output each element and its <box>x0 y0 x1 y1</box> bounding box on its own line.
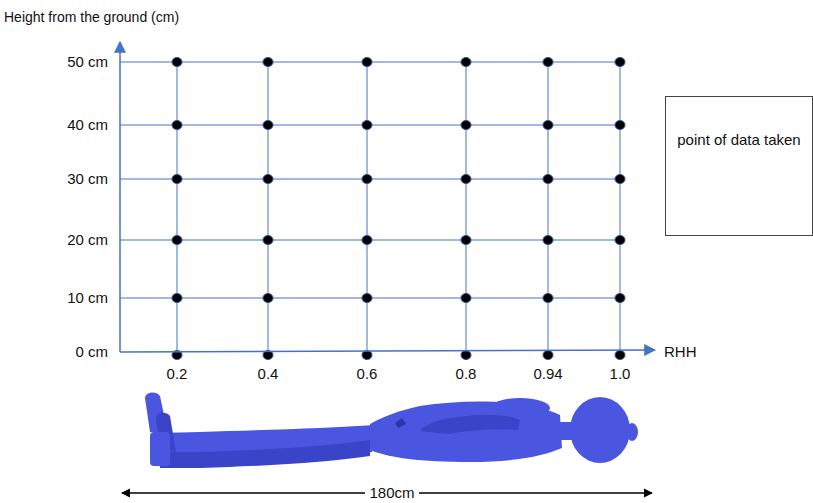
grid-line <box>466 62 467 352</box>
data-point <box>543 175 553 184</box>
tick-label: 50 cm <box>67 54 108 71</box>
data-point <box>362 236 372 245</box>
data-point <box>172 58 182 67</box>
data-point <box>172 294 182 303</box>
data-point <box>543 121 553 130</box>
tick-label: 20 cm <box>67 232 108 249</box>
data-point <box>615 175 625 184</box>
data-point <box>263 175 273 184</box>
data-point <box>615 121 625 130</box>
data-point <box>461 121 471 130</box>
data-point <box>172 175 182 184</box>
data-point <box>615 351 625 360</box>
tick-label: 40 cm <box>67 117 108 134</box>
data-point <box>543 351 553 360</box>
grid-line <box>548 62 549 352</box>
legend-text: point of data taken <box>666 97 812 172</box>
tick-label: 0.6 <box>357 366 378 383</box>
data-points <box>172 58 625 360</box>
data-point <box>461 236 471 245</box>
data-point <box>461 294 471 303</box>
data-point <box>615 58 625 67</box>
legend-box: point of data taken <box>665 96 813 236</box>
data-point <box>263 121 273 130</box>
data-point <box>172 236 182 245</box>
grid-line <box>620 62 621 352</box>
tick-label: 0.4 <box>258 366 279 383</box>
tick-label: 0 cm <box>75 344 108 361</box>
data-point <box>362 294 372 303</box>
data-point <box>615 236 625 245</box>
y-axis <box>119 42 121 352</box>
human-figure <box>145 392 638 468</box>
tick-label: 10 cm <box>67 290 108 307</box>
data-point <box>263 294 273 303</box>
grid-line <box>268 62 269 352</box>
data-point <box>362 175 372 184</box>
data-point <box>543 58 553 67</box>
data-point <box>461 58 471 67</box>
tick-label: 0.94 <box>533 366 562 383</box>
axis-title: Height from the ground (cm) <box>4 10 179 25</box>
data-point <box>362 58 372 67</box>
dimension-label: 180cm <box>365 485 418 502</box>
data-point <box>263 58 273 67</box>
axis-label: RHH <box>664 344 697 361</box>
grid-line <box>367 62 368 352</box>
data-point <box>543 236 553 245</box>
data-point <box>461 351 471 360</box>
data-point <box>615 294 625 303</box>
tick-label: 1.0 <box>610 366 631 383</box>
grid-line <box>177 62 178 352</box>
tick-label: 0.2 <box>167 366 188 383</box>
data-point <box>362 351 372 360</box>
grid-lines <box>120 62 620 352</box>
data-point <box>362 121 372 130</box>
tick-label: 30 cm <box>67 171 108 188</box>
tick-label: 0.8 <box>456 366 477 383</box>
data-point <box>461 175 471 184</box>
data-point <box>263 236 273 245</box>
data-point <box>543 294 553 303</box>
data-point <box>172 121 182 130</box>
x-axis <box>120 350 655 352</box>
